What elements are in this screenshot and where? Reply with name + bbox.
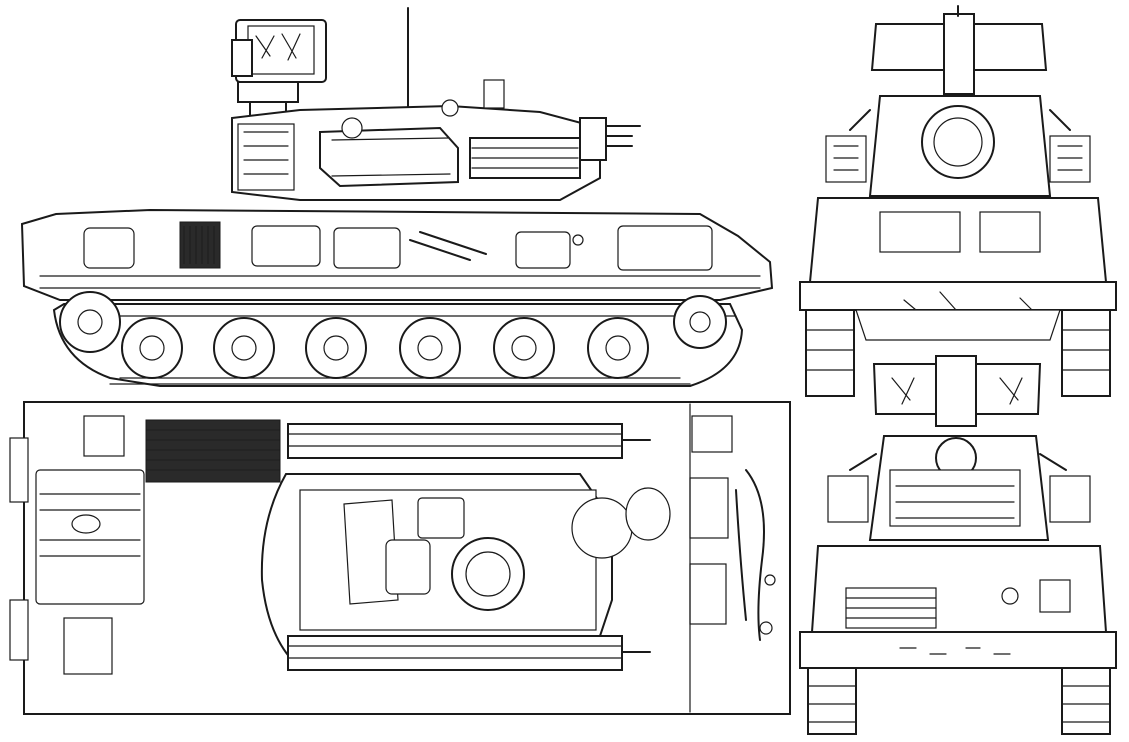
- top-view: [9, 401, 791, 715]
- road-wheel: [213, 317, 275, 379]
- road-wheel: [121, 317, 183, 379]
- missile-pod-rear-left: [827, 475, 869, 523]
- track-rear-right: [1061, 667, 1111, 735]
- missile-pod-rear-right: [1049, 475, 1091, 523]
- radiator-grille: [145, 419, 281, 483]
- engine-deck: [35, 469, 145, 605]
- hatch-panel: [83, 227, 135, 269]
- front-view: [799, 5, 1117, 397]
- rear-view: [799, 355, 1117, 735]
- side-view: [20, 7, 774, 387]
- idler-wheel: [673, 295, 727, 349]
- road-wheel: [305, 317, 367, 379]
- hatch-panel: [333, 227, 401, 269]
- cannon-barrels: [579, 117, 641, 161]
- road-wheel: [399, 317, 461, 379]
- cannon-barrels-top: [287, 423, 651, 671]
- missile-pod-left: [825, 135, 867, 183]
- track-right: [1061, 309, 1111, 397]
- hatch-panel: [515, 231, 571, 269]
- track-rear-left: [807, 667, 857, 735]
- turret: [231, 79, 601, 201]
- engine-grille: [179, 221, 221, 269]
- road-wheel: [493, 317, 555, 379]
- drive-sprocket: [59, 291, 121, 353]
- hatch-panel: [251, 225, 321, 267]
- missile-pod-right: [1049, 135, 1091, 183]
- hull: [20, 208, 774, 301]
- road-wheel: [587, 317, 649, 379]
- radar-antenna: [231, 19, 327, 119]
- hatch-panel: [617, 225, 713, 271]
- track-left: [805, 309, 855, 397]
- running-gear: [52, 291, 744, 387]
